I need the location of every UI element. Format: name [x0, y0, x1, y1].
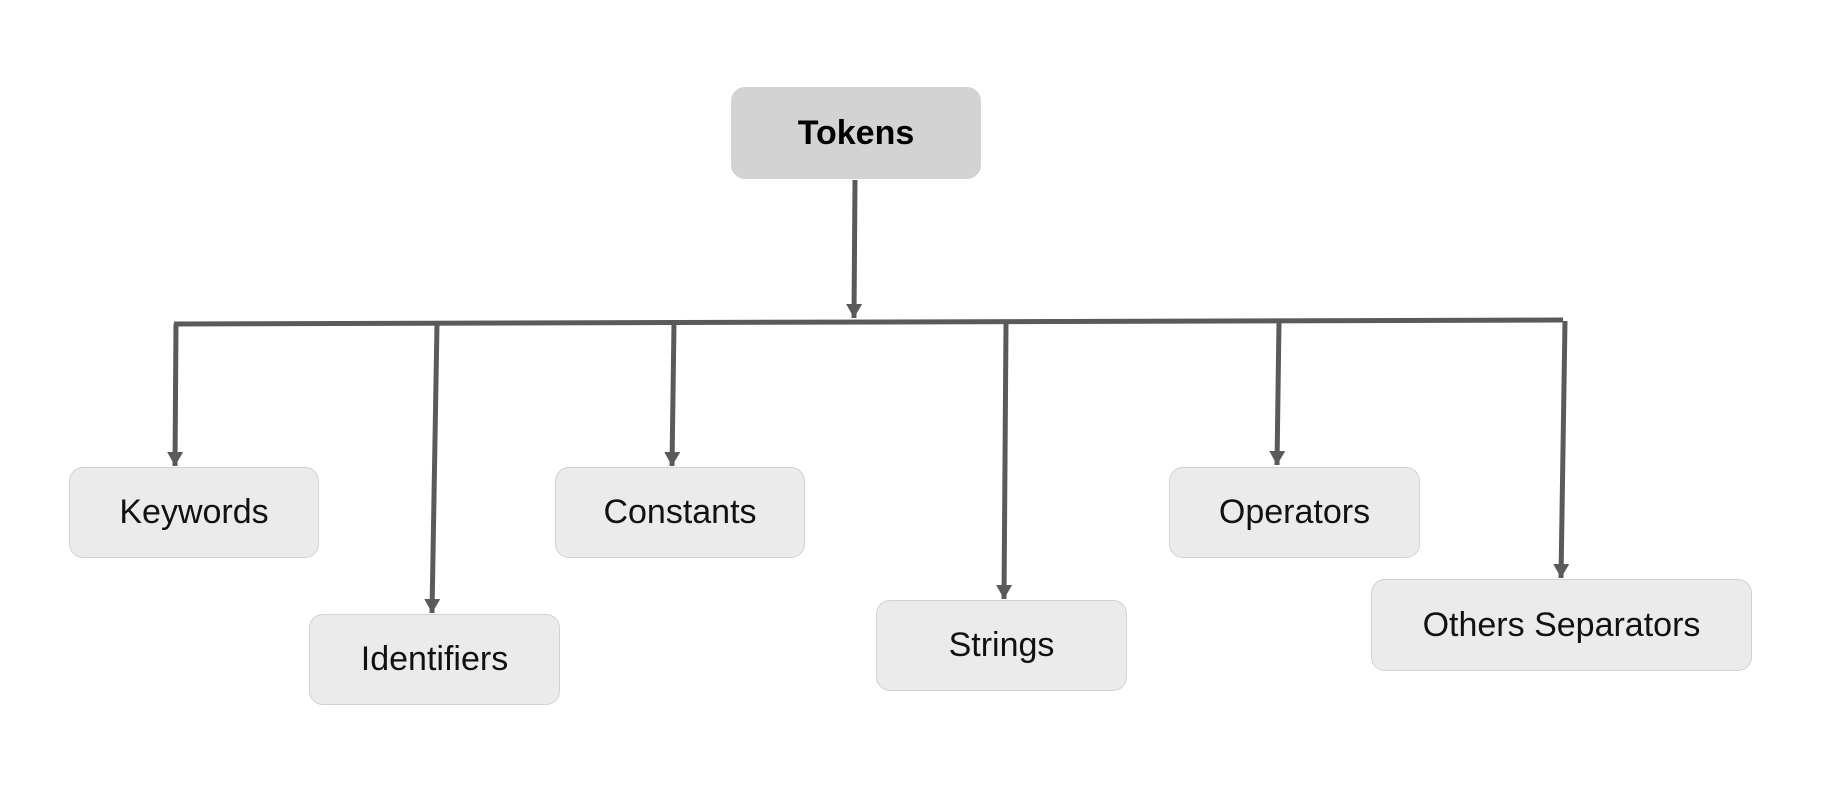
node-strings: Strings — [876, 600, 1127, 691]
branch-arrow-keywords — [167, 323, 184, 467]
branch-arrow-constants — [664, 323, 681, 467]
node-label-operators: Operators — [1218, 493, 1371, 531]
node-constants: Constants — [555, 467, 805, 558]
node-label-strings: Strings — [948, 626, 1055, 664]
node-keywords: Keywords — [69, 467, 319, 558]
node-label-constants: Constants — [603, 493, 757, 531]
node-others-separators: Others Separators — [1371, 579, 1752, 671]
node-label-keywords: Keywords — [119, 493, 269, 531]
branch-arrow-others-separators — [1553, 320, 1570, 579]
root-connector-arrow — [846, 179, 863, 319]
root-node-label: Tokens — [797, 113, 915, 152]
branch-arrow-strings — [996, 323, 1013, 600]
node-identifiers: Identifiers — [309, 614, 560, 705]
branch-arrow-operators — [1269, 321, 1286, 466]
horizontal-bus-line — [173, 317, 1564, 327]
node-label-others-separators: Others Separators — [1422, 605, 1701, 644]
branch-arrow-identifiers — [424, 323, 441, 614]
root-node-tokens: Tokens — [731, 87, 981, 179]
node-label-identifiers: Identifiers — [360, 640, 509, 678]
node-operators: Operators — [1169, 467, 1420, 558]
